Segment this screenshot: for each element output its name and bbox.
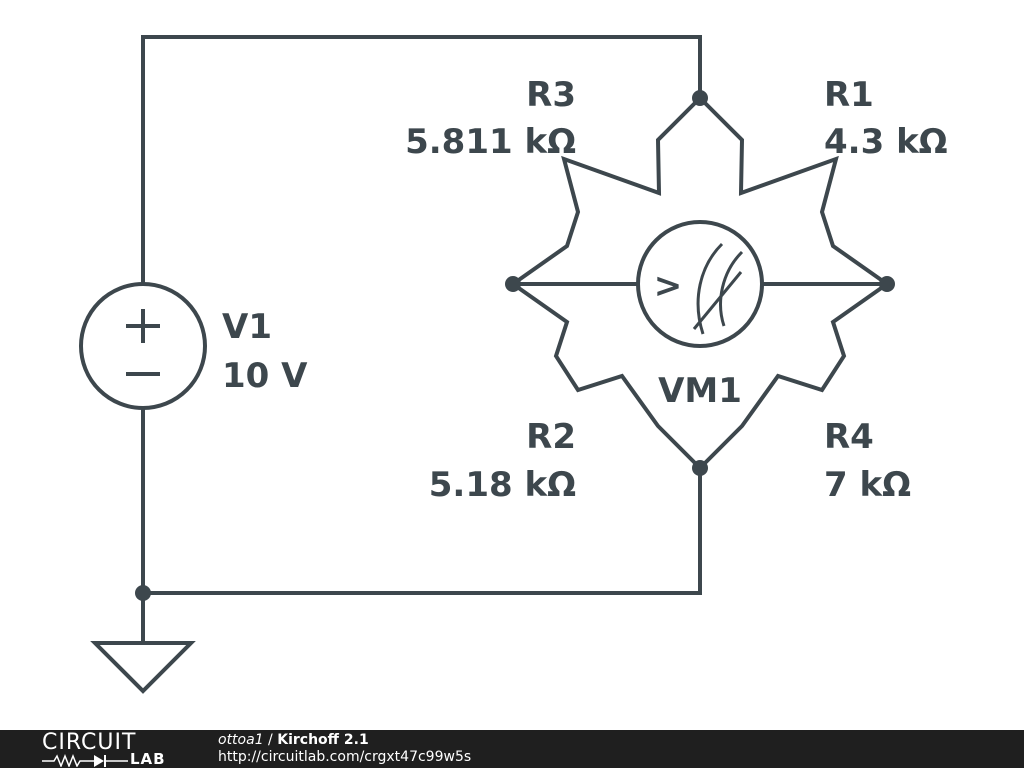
voltmeter-needle-icon: [692, 271, 743, 330]
vm1-name: VM1: [658, 371, 742, 411]
resistor-r3: [511, 96, 702, 286]
voltmeter-arc-2-icon: [719, 250, 744, 327]
r2-value: 5.18 kΩ: [429, 465, 576, 505]
logo-circuit-text: CIRCUIT: [42, 730, 137, 755]
v1-value: 10 V: [222, 356, 308, 396]
r3-value: 5.811 kΩ: [405, 122, 576, 162]
voltmeter-vm1: [636, 220, 764, 348]
resistor-r4: [698, 282, 889, 470]
title-separator: /: [263, 732, 278, 748]
r2-name: R2: [526, 417, 576, 457]
v1-name: V1: [222, 307, 272, 347]
voltmeter-symbol: >: [654, 266, 683, 306]
junction-left: [505, 276, 521, 292]
junction-top: [692, 90, 708, 106]
junction-right: [879, 276, 895, 292]
author-link[interactable]: ottoa1: [218, 732, 264, 748]
r1-name: R1: [824, 75, 874, 115]
footer-bar: CIRCUIT LAB ottoa1 / Kirchoff 2.1 http:/…: [0, 730, 1024, 768]
resistor-r2: [511, 282, 702, 470]
voltage-source-v1: [79, 282, 207, 410]
circuit-title-link[interactable]: Kirchoff 2.1: [277, 732, 369, 748]
circuit-title-line: ottoa1 / Kirchoff 2.1: [218, 732, 471, 749]
r3-name: R3: [526, 75, 576, 115]
wire-bottom-loop: [141, 408, 702, 595]
r1-value: 4.3 kΩ: [824, 122, 948, 162]
junction-bottom: [692, 460, 708, 476]
circuit-info: ottoa1 / Kirchoff 2.1 http://circuitlab.…: [218, 732, 471, 766]
r4-value: 7 kΩ: [824, 465, 911, 505]
junction-ground: [135, 585, 151, 601]
logo-resistor-diode-icon: [42, 753, 128, 767]
circuit-schematic: R3 5.811 kΩ R1 4.3 kΩ R2 5.18 kΩ R4 7 kΩ…: [79, 35, 948, 694]
ground-symbol: [90, 641, 196, 694]
wire-top-loop: [141, 35, 702, 283]
circuit-url-link[interactable]: http://circuitlab.com/crgxt47c99w5s: [218, 749, 472, 765]
circuitlab-logo[interactable]: CIRCUIT LAB: [42, 730, 182, 768]
logo-lab-text: LAB: [130, 750, 166, 768]
resistor-r1: [698, 96, 889, 286]
r4-name: R4: [824, 417, 874, 457]
